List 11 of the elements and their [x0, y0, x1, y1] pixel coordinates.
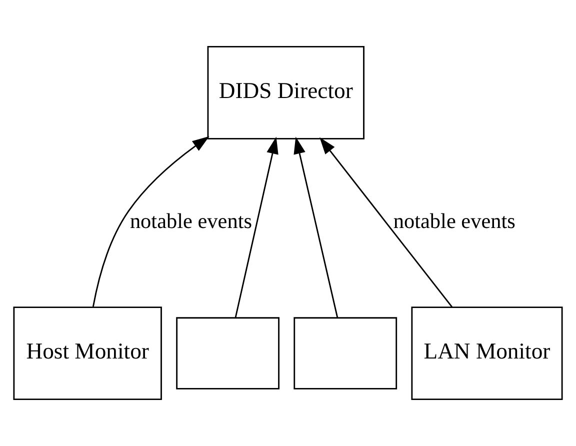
- node-box: [294, 317, 398, 390]
- node-box: LAN Monitor: [411, 306, 563, 400]
- arrow: [92, 136, 210, 307]
- node-box: DIDS Director: [207, 46, 364, 140]
- arrow: [320, 137, 453, 308]
- node-box: Host Monitor: [13, 306, 162, 400]
- node-box: [176, 317, 280, 390]
- edge-label: notable events: [393, 208, 516, 233]
- arrow: [294, 136, 338, 318]
- arrow: [234, 136, 278, 318]
- edge-label: notable events: [130, 208, 252, 233]
